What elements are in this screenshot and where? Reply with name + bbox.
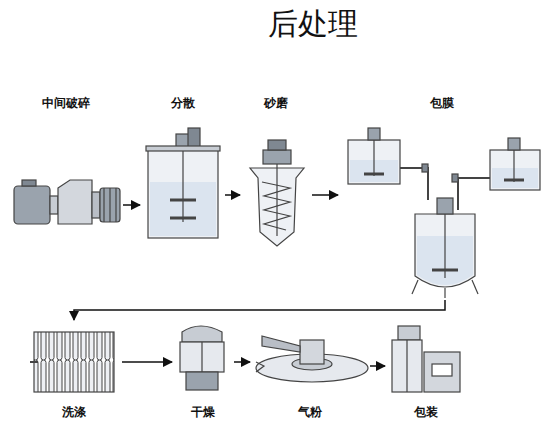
- process-stage: 中间破碎: [8, 96, 123, 230]
- diagram-title: 后处理: [268, 4, 358, 45]
- process-stage: 包膜: [338, 96, 545, 300]
- disperser-tank: [146, 128, 220, 238]
- sand-mill: [250, 140, 304, 246]
- packaging-machine: [392, 326, 460, 392]
- process-stage: 洗涤: [26, 320, 122, 420]
- dryer: [180, 326, 224, 390]
- process-stage: 气粉: [250, 320, 370, 420]
- washing-rack: [30, 332, 114, 392]
- stage-label: 包装: [412, 405, 440, 420]
- flow-arrow: [123, 204, 140, 206]
- crusher: [14, 180, 120, 224]
- process-stage: 砂磨: [240, 96, 312, 248]
- process-stage: 干燥: [172, 320, 234, 420]
- flow-arrow: [312, 194, 338, 196]
- stage-label: 包膜: [428, 96, 456, 111]
- jet-mill: [256, 336, 368, 382]
- flow-arrow: [225, 194, 240, 196]
- flow-arrow: [234, 361, 250, 363]
- process-stage: 包装: [385, 320, 467, 420]
- stage-label: 洗涤: [60, 405, 88, 420]
- stage-label: 气粉: [296, 405, 324, 420]
- flow-arrow: [370, 365, 385, 367]
- stage-label: 干燥: [189, 405, 217, 420]
- process-stage: 分散: [140, 96, 225, 242]
- stage-label: 砂磨: [262, 96, 290, 111]
- flow-arrow: [74, 300, 445, 320]
- stage-label: 中间破碎: [40, 96, 92, 111]
- flow-arrow: [122, 361, 172, 363]
- stage-label: 分散: [169, 96, 197, 111]
- coating-reactor: [348, 128, 540, 298]
